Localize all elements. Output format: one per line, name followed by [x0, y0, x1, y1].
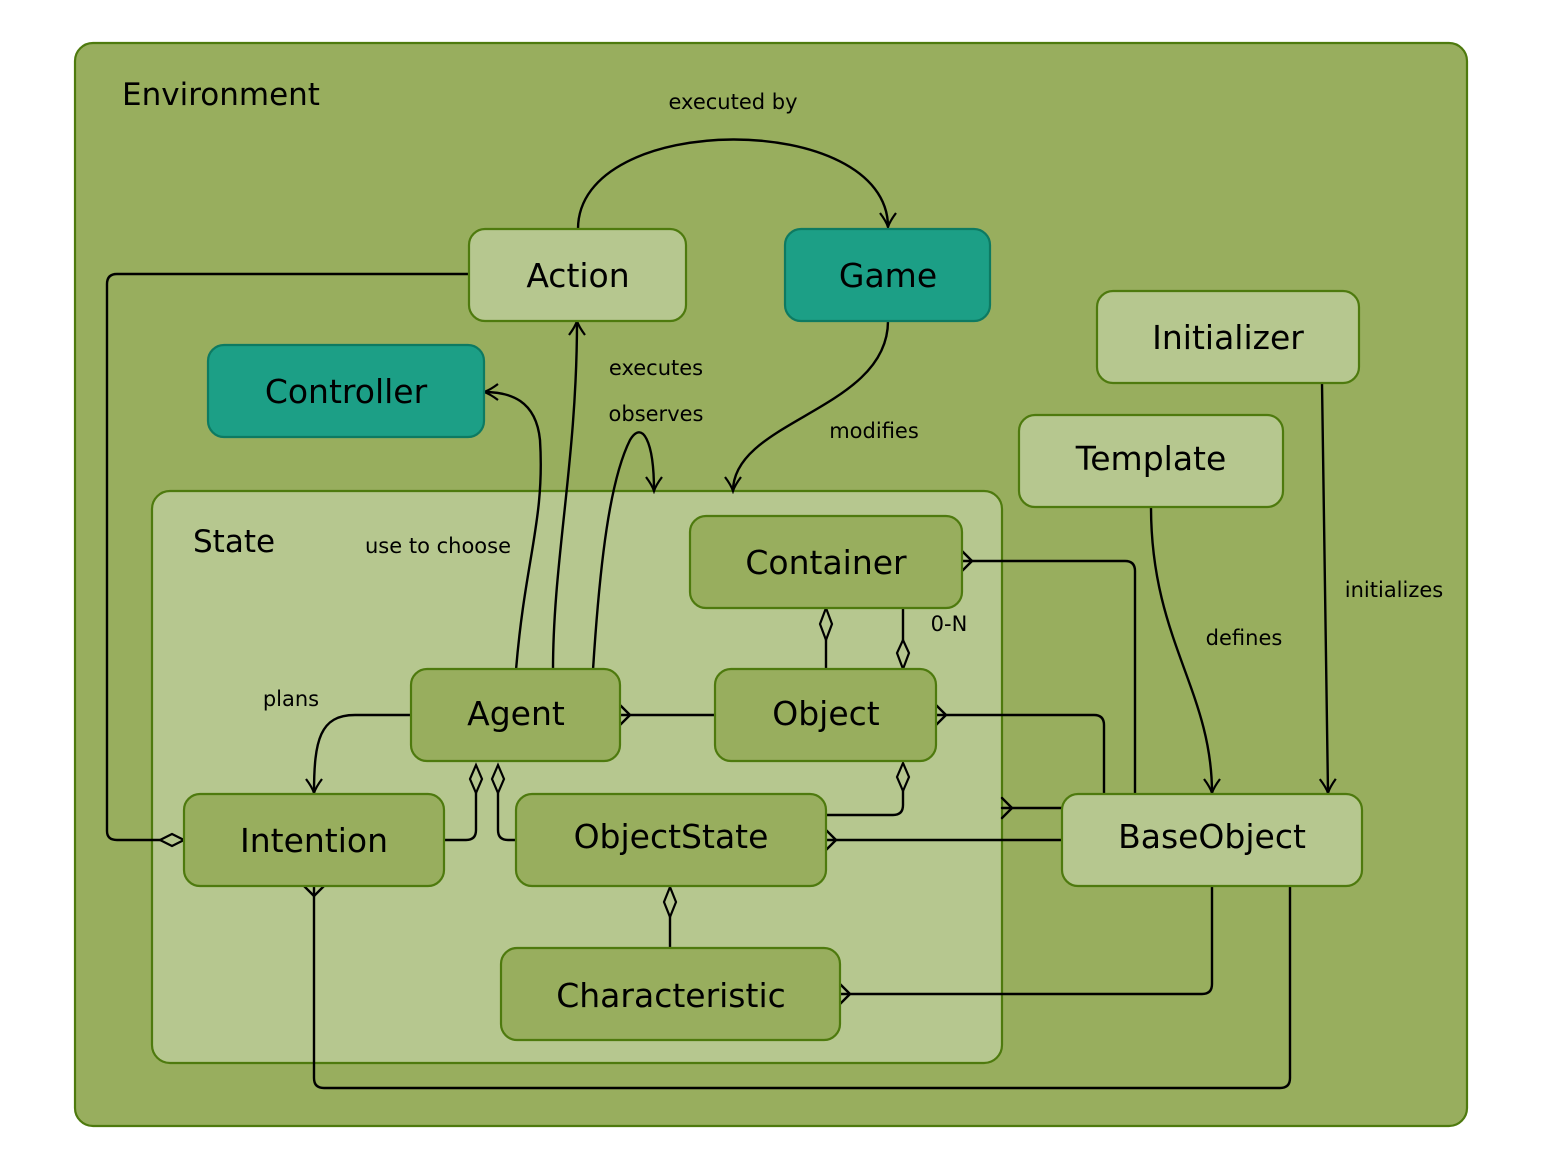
node-initializer[interactable]: Initializer — [1095, 289, 1361, 385]
state-container — [150, 489, 1004, 1065]
label-zero-n: 0-N — [931, 612, 968, 636]
label-executes: executes — [609, 356, 703, 380]
node-template[interactable]: Template — [1017, 413, 1285, 509]
edge-objectstate-object — [824, 789, 905, 817]
node-objectstate[interactable]: ObjectState — [514, 792, 828, 888]
node-baseobject-label: BaseObject — [1118, 817, 1306, 856]
node-action-label: Action — [526, 256, 629, 295]
node-intention-label: Intention — [240, 821, 388, 860]
edge-agent-controller — [484, 392, 542, 672]
edge-intention-agent — [442, 791, 478, 842]
node-game[interactable]: Game — [783, 227, 992, 323]
label-use-to-choose: use to choose — [365, 534, 511, 558]
crowfoot-container — [960, 549, 974, 573]
label-observes: observes — [609, 402, 704, 426]
node-agent-label: Agent — [467, 694, 565, 733]
node-agent[interactable]: Agent — [409, 667, 622, 763]
edge-intention-baseobject — [312, 884, 1292, 1090]
diamond-object-objectstate — [895, 760, 911, 794]
edge-object-baseobject — [934, 713, 1106, 796]
crowfoot-state — [1000, 796, 1014, 820]
edges — [105, 138, 1328, 1090]
edge-objectstate-agent — [496, 791, 518, 842]
node-container-label: Container — [745, 543, 907, 582]
node-controller-label: Controller — [265, 372, 428, 411]
edge-agent-state — [591, 431, 654, 672]
environment-label: Environment — [122, 77, 320, 113]
node-object-label: Object — [772, 694, 880, 733]
edge-labels: executed by executes observes modifies u… — [263, 90, 1443, 711]
node-game-label: Game — [839, 256, 937, 295]
edge-action-intention — [105, 272, 471, 842]
edge-game-state — [733, 319, 890, 491]
label-modifies: modifies — [829, 419, 919, 443]
node-intention[interactable]: Intention — [182, 792, 446, 888]
label-initializes: initializes — [1345, 578, 1443, 602]
edge-template-baseobject — [1149, 505, 1212, 793]
diamond-intention — [157, 832, 187, 848]
edge-agent-intention — [314, 713, 413, 793]
node-initializer-label: Initializer — [1152, 318, 1304, 357]
node-characteristic-label: Characteristic — [556, 976, 786, 1015]
node-objectstate-label: ObjectState — [574, 817, 769, 856]
label-plans: plans — [263, 687, 319, 711]
node-characteristic[interactable]: Characteristic — [499, 946, 842, 1042]
node-controller[interactable]: Controller — [206, 343, 486, 439]
node-container[interactable]: Container — [688, 514, 964, 610]
edge-agent-action — [551, 321, 577, 672]
node-action[interactable]: Action — [467, 227, 688, 323]
diamond-objectstate-characteristic — [662, 884, 678, 920]
crowfoot-objectstate — [824, 828, 838, 852]
label-defines: defines — [1206, 626, 1283, 650]
state-label: State — [193, 524, 275, 560]
node-baseobject[interactable]: BaseObject — [1060, 792, 1364, 888]
edge-container-baseobject — [960, 559, 1137, 796]
edge-action-game — [576, 138, 888, 231]
crowfoot-object — [934, 703, 948, 727]
node-object[interactable]: Object — [713, 667, 938, 763]
diamond-agent-intention — [468, 762, 484, 796]
crowfoot-agent — [618, 703, 632, 727]
diamond-agent-objectstate — [490, 762, 506, 796]
diamond-object-container — [895, 637, 911, 673]
edge-characteristic-baseobject — [838, 884, 1214, 996]
edge-initializer-baseobject — [1322, 381, 1328, 793]
diamond-container-object — [818, 604, 834, 644]
node-template-label: Template — [1075, 439, 1227, 478]
crowfoot-characteristic — [838, 982, 852, 1006]
crowfoot-intention — [302, 884, 326, 898]
label-executed-by: executed by — [668, 90, 797, 114]
